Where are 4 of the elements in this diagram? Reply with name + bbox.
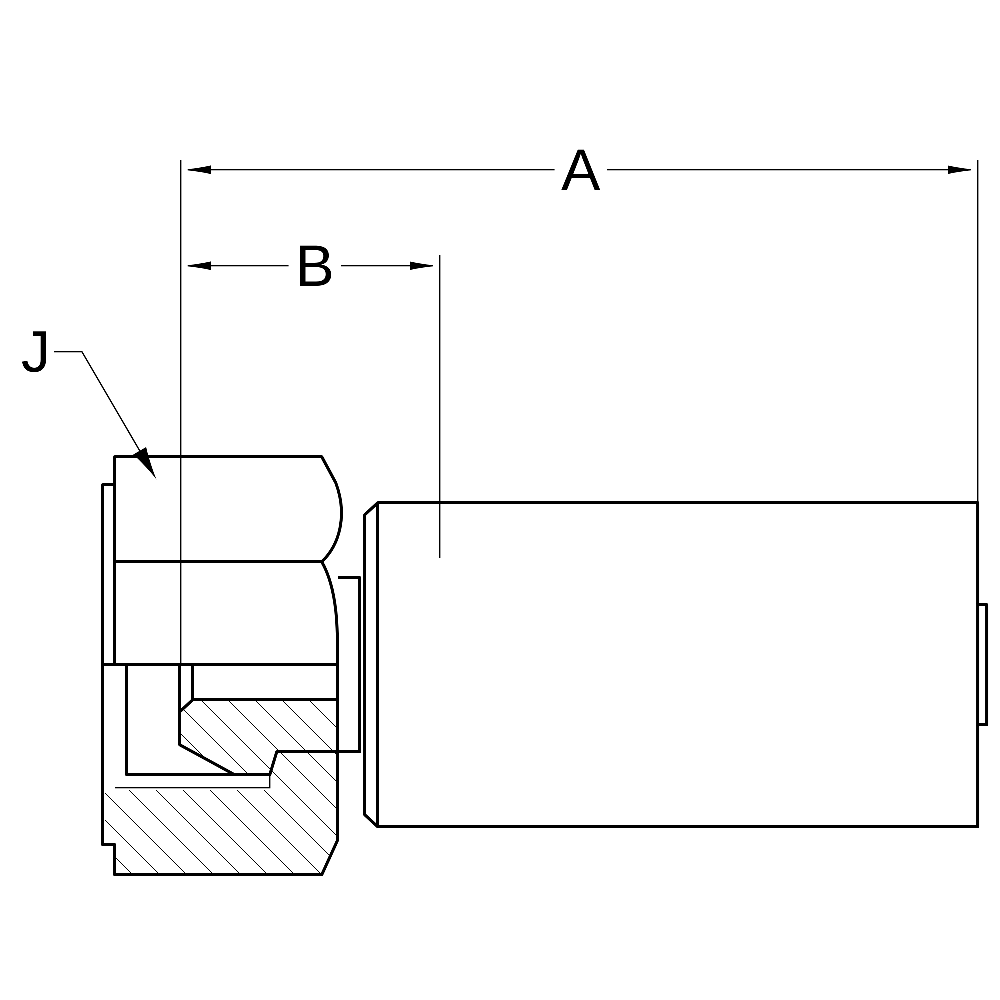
dimension-label: B bbox=[288, 239, 342, 293]
nut-drawing bbox=[102, 456, 362, 876]
callout-letter: J bbox=[22, 332, 46, 372]
dimension-label: A bbox=[554, 143, 608, 197]
